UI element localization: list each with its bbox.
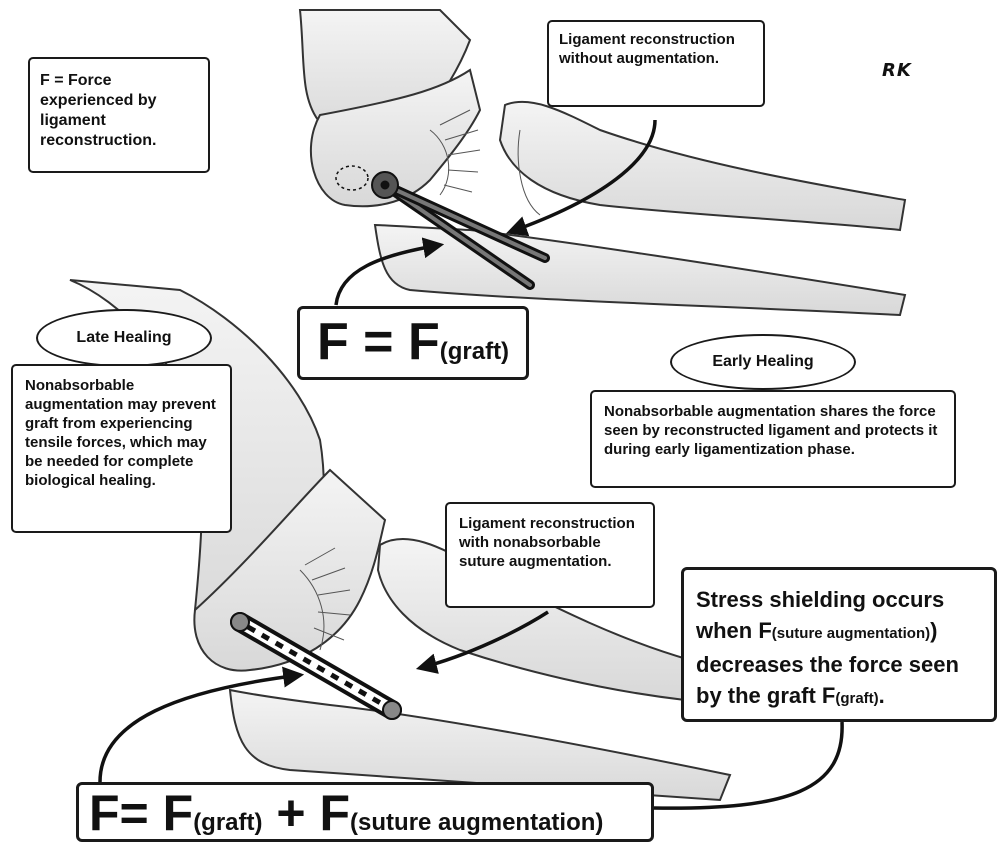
force-definition-box: F = Force experienced by ligament recons… [28, 57, 210, 173]
stress-shielding-box: Stress shielding occurs when F(suture au… [681, 567, 997, 722]
early-healing-oval: Early Healing [670, 334, 856, 390]
bottom-equation-box: F= F(graft) + F(suture augmentation) [76, 782, 654, 842]
bottom-equation-plus: + F [263, 785, 351, 841]
stress-line-4: by the graft F(graft). [696, 680, 982, 714]
bottom-callout-text: Ligament reconstruction with nonabsorbab… [459, 515, 635, 570]
early-healing-title: Early Healing [712, 353, 813, 371]
bottom-equation-part1: F= F [89, 785, 193, 841]
top-callout-text: Ligament reconstruction without augmenta… [559, 31, 735, 67]
top-equation-sub: (graft) [440, 338, 509, 365]
bottom-callout-box: Ligament reconstruction with nonabsorbab… [445, 502, 655, 608]
top-equation-box: F = F(graft) [297, 306, 529, 380]
stress-line-1: Stress shielding occurs [696, 584, 982, 615]
bottom-equation-sub1: (graft) [193, 809, 262, 836]
late-healing-oval: Late Healing [36, 309, 212, 367]
early-healing-text: Nonabsorbable augmentation shares the fo… [604, 403, 937, 458]
late-healing-title: Late Healing [76, 329, 171, 347]
artist-signature: RK [882, 60, 912, 81]
early-healing-box: Nonabsorbable augmentation shares the fo… [590, 390, 956, 488]
top-callout-box: Ligament reconstruction without augmenta… [547, 20, 765, 107]
stress-line-3: decreases the force seen [696, 649, 982, 680]
top-equation-lhs: F = F [317, 313, 440, 371]
late-healing-text: Nonabsorbable augmentation may prevent g… [25, 377, 216, 489]
late-healing-box: Nonabsorbable augmentation may prevent g… [11, 364, 232, 533]
force-definition-text: F = Force experienced by ligament recons… [40, 72, 157, 149]
bottom-equation-sub2: (suture augmentation) [350, 809, 603, 836]
stress-line-2: when F(suture augmentation)) [696, 615, 982, 649]
